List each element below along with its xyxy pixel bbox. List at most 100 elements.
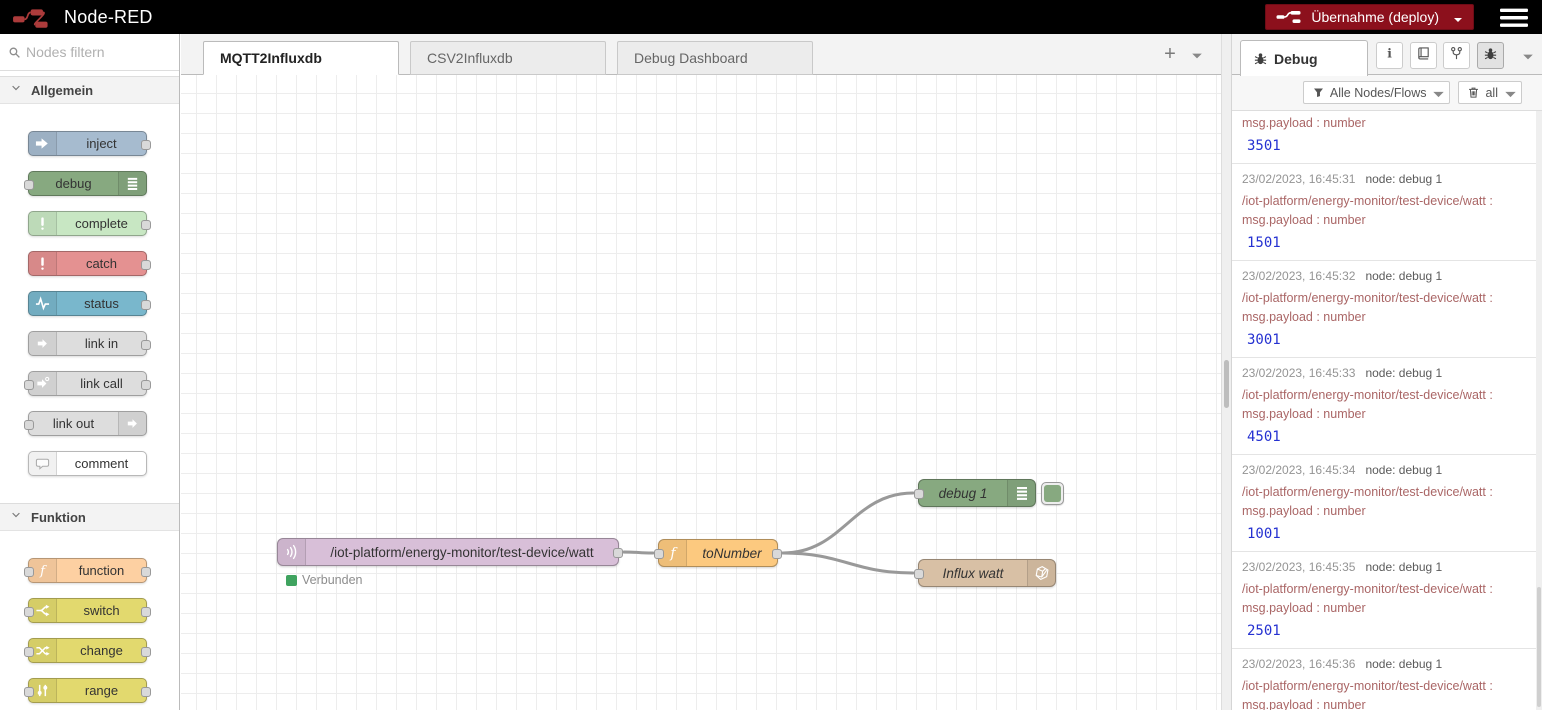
debug-payload-value: 4501 — [1247, 429, 1281, 445]
input-port[interactable] — [914, 489, 924, 499]
output-port[interactable] — [141, 259, 151, 270]
flow-node-tonumber[interactable]: f toNumber — [654, 539, 782, 567]
flow-node-influx[interactable]: Influx watt — [914, 559, 1056, 587]
palette-search-input[interactable] — [26, 44, 156, 60]
input-port[interactable] — [24, 419, 34, 430]
main-menu-button[interactable] — [1500, 7, 1528, 27]
debug-clear-button[interactable]: all — [1458, 81, 1522, 104]
wire-tonumber-to-debug1[interactable] — [781, 491, 915, 555]
palette-section-funktion[interactable]: Funktion — [0, 503, 179, 531]
palette-node-debug[interactable]: debug — [24, 171, 147, 196]
palette-node-link-call[interactable]: link call — [24, 371, 151, 396]
palette-section-allgemein[interactable]: Allgemein — [0, 76, 179, 104]
input-port[interactable] — [24, 686, 34, 697]
palette-node-complete[interactable]: complete — [28, 211, 151, 236]
link-arrow-icon — [118, 412, 146, 435]
wires-layer — [622, 491, 915, 575]
palette-node-range[interactable]: range — [24, 678, 151, 703]
palette-node-comment[interactable]: comment — [28, 451, 147, 476]
header-bar: Node-RED Übernahme (deploy) — [0, 0, 1542, 34]
bug-icon — [1483, 46, 1498, 66]
debug-filter-button[interactable]: Alle Nodes/Flows — [1302, 81, 1451, 104]
deploy-button[interactable]: Übernahme (deploy) — [1265, 4, 1474, 30]
palette-node-label: link call — [80, 376, 123, 391]
debug-source-node: node: debug 1 — [1365, 172, 1443, 186]
input-port[interactable] — [24, 379, 34, 390]
palette-node-status[interactable]: status — [28, 291, 151, 316]
debug-timestamp: 23/02/2023, 16:45:32 — [1242, 269, 1356, 283]
deploy-label: Übernahme (deploy) — [1311, 9, 1439, 25]
input-port[interactable] — [914, 569, 924, 579]
sidebar-button-book-icon[interactable] — [1409, 42, 1437, 69]
canvas-scrollbar-thumb[interactable] — [1224, 360, 1229, 408]
flow-tab-CSV2Influxdb[interactable]: CSV2Influxdb — [410, 41, 606, 75]
palette-node-label: change — [80, 643, 123, 658]
node-palette: Allgemein inject debug complete catch status l… — [0, 34, 180, 710]
sidebar-button-bug-icon[interactable] — [1476, 42, 1504, 69]
input-port[interactable] — [654, 549, 664, 559]
output-port[interactable] — [141, 379, 151, 390]
add-flow-button[interactable]: + — [1164, 42, 1176, 65]
flow-node-label: Influx watt — [942, 565, 1004, 581]
output-port[interactable] — [141, 139, 151, 150]
flow-node-mqtt[interactable]: /iot-platform/energy-monitor/test-device… — [277, 538, 623, 587]
output-port[interactable] — [141, 299, 151, 310]
palette-node-label: range — [84, 683, 119, 698]
input-port[interactable] — [24, 179, 34, 190]
palette-node-inject[interactable]: inject — [28, 131, 151, 156]
status-label: Verbunden — [302, 573, 363, 587]
output-port[interactable] — [141, 606, 151, 617]
sidebar-caret-icon[interactable] — [1522, 50, 1534, 62]
debug-scrollbar-thumb[interactable] — [1537, 587, 1541, 707]
sidebar-button-info-icon[interactable]: i — [1376, 42, 1403, 69]
flow-tab-Debug-Dashboard[interactable]: Debug Dashboard — [617, 41, 813, 75]
input-port[interactable] — [24, 606, 34, 617]
change-icon — [29, 639, 57, 662]
flow-node-debug1[interactable]: debug 1 — [914, 479, 1064, 507]
output-port[interactable] — [141, 339, 151, 350]
flow-tab-MQTT2Influxdb[interactable]: MQTT2Influxdb — [203, 41, 399, 75]
canvas-scrollbar[interactable] — [1221, 34, 1232, 710]
palette-node-change[interactable]: change — [24, 638, 151, 663]
flow-node-label: toNumber — [702, 545, 762, 561]
wire-tonumber-to-influx[interactable] — [781, 551, 915, 575]
debug-topic: /iot-platform/energy-monitor/test-device… — [1242, 291, 1493, 305]
deploy-caret-icon[interactable] — [1453, 12, 1463, 22]
output-port[interactable] — [141, 219, 151, 230]
palette-node-link-out[interactable]: link out — [24, 411, 147, 436]
app-title: Node-RED — [64, 6, 153, 27]
palette-node-catch[interactable]: catch — [28, 251, 151, 276]
wire-mqtt-to-tonumber[interactable] — [622, 550, 655, 555]
debug-scrollbar[interactable] — [1536, 111, 1542, 710]
debug-source-node: node: debug 1 — [1365, 366, 1443, 380]
palette-node-label: comment — [74, 456, 129, 471]
debug-enable-state — [1044, 485, 1061, 502]
output-port[interactable] — [613, 548, 623, 558]
input-port[interactable] — [24, 566, 34, 577]
tab-debug[interactable]: Debug — [1240, 40, 1368, 76]
debug-source-node: node: debug 1 — [1365, 657, 1443, 671]
input-port[interactable] — [24, 646, 34, 657]
output-port[interactable] — [141, 566, 151, 577]
output-port[interactable] — [141, 646, 151, 657]
debug-source-node: node: debug 1 — [1365, 560, 1443, 574]
book-icon — [1416, 46, 1431, 66]
flow-list-caret-icon[interactable] — [1191, 49, 1203, 61]
palette-node-link-in[interactable]: link in — [28, 331, 151, 356]
output-port[interactable] — [772, 549, 782, 559]
palette-node-label: link out — [52, 416, 95, 431]
sidebar-button-context-icon[interactable] — [1443, 42, 1470, 69]
svg-text:i: i — [1387, 46, 1392, 60]
debug-payload-value: 1501 — [1247, 235, 1281, 251]
debug-enable-button[interactable] — [1041, 482, 1064, 505]
output-port[interactable] — [141, 686, 151, 697]
flow-canvas[interactable]: /iot-platform/energy-monitor/test-device… — [181, 75, 1221, 710]
palette-node-switch[interactable]: switch — [24, 598, 151, 623]
svg-text:f: f — [669, 546, 678, 561]
palette-search[interactable] — [0, 34, 179, 71]
svg-text:f: f — [39, 564, 47, 578]
